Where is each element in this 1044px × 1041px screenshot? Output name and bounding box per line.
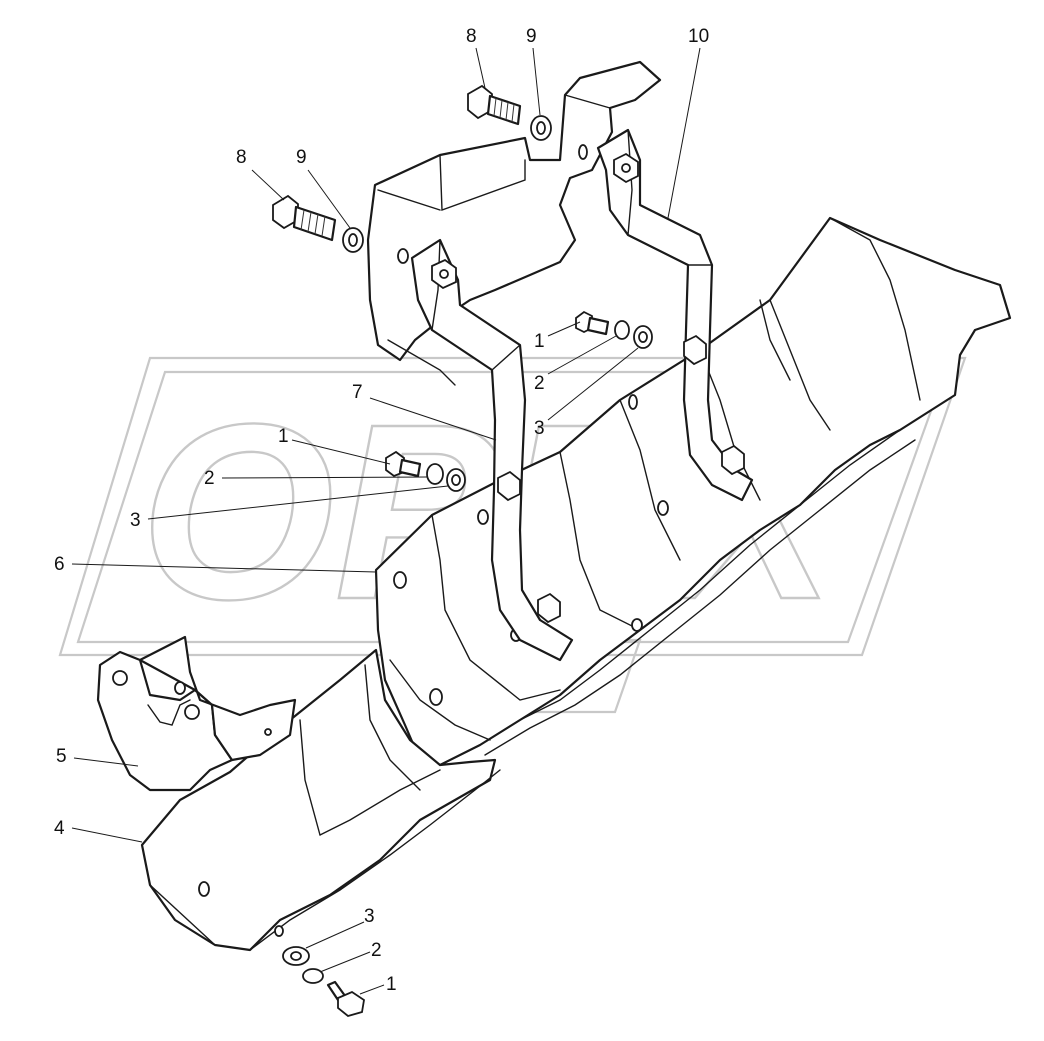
nut xyxy=(497,470,521,502)
callout-8-left: 8 xyxy=(236,147,247,168)
shield-hole xyxy=(477,509,489,525)
callout-4: 4 xyxy=(54,818,65,839)
callout-2-mid: 2 xyxy=(204,468,215,489)
shield-front xyxy=(140,648,501,952)
clamp-hole xyxy=(264,728,272,736)
bolt-1-bottom xyxy=(326,980,365,1017)
callout-3-mid: 3 xyxy=(130,510,141,531)
shield-hole xyxy=(429,688,443,706)
shield-hole xyxy=(628,394,638,410)
clamp-hole xyxy=(184,704,200,720)
washer-2-mid xyxy=(426,463,444,485)
shield-hole xyxy=(274,925,284,937)
clamp-plate-5 xyxy=(96,635,297,792)
washer-3-bottom xyxy=(282,946,310,966)
callout-10: 10 xyxy=(688,26,709,47)
clamp-hole xyxy=(112,670,128,686)
washer-9-top xyxy=(530,115,552,141)
washer-9-left xyxy=(342,227,364,253)
callout-2-upper: 2 xyxy=(534,373,545,394)
callout-1-bottom: 1 xyxy=(386,974,397,995)
nut xyxy=(721,444,745,476)
callout-7: 7 xyxy=(352,382,363,403)
callout-8-top: 8 xyxy=(466,26,477,47)
shield-hole xyxy=(198,881,210,897)
nut-bore xyxy=(621,163,631,173)
callout-9-top: 9 xyxy=(526,26,537,47)
bracket-hole xyxy=(397,248,409,264)
clamp-hole xyxy=(174,681,186,695)
leader-lines xyxy=(71,47,701,995)
washer-2-bottom xyxy=(302,968,324,984)
shield-hole xyxy=(631,618,643,632)
callout-labels: 8 9 10 8 9 1 2 3 7 1 2 3 6 5 4 3 2 1 xyxy=(54,26,709,995)
callout-6: 6 xyxy=(54,554,65,575)
washer-3-upper xyxy=(633,325,653,349)
bolt-8-top xyxy=(467,84,522,126)
bolt-8-left xyxy=(272,194,337,242)
callout-1-upper: 1 xyxy=(534,331,545,352)
callout-9-left: 9 xyxy=(296,147,307,168)
strap-7 xyxy=(410,238,574,662)
bolt-1-mid xyxy=(385,450,422,478)
nut-bore xyxy=(439,269,449,279)
callout-2-bottom: 2 xyxy=(371,940,382,961)
bracket-hole xyxy=(578,144,588,160)
shield-hole xyxy=(393,571,407,589)
shield-hole xyxy=(657,500,669,516)
callout-3-upper: 3 xyxy=(534,418,545,439)
washer-3-mid xyxy=(446,468,466,492)
washer-2-upper xyxy=(614,320,630,340)
strap-10 xyxy=(596,128,754,502)
callout-1-mid: 1 xyxy=(278,426,289,447)
callout-3-bottom: 3 xyxy=(364,906,375,927)
nut xyxy=(537,592,561,624)
bolt-1-upper xyxy=(575,310,610,336)
nut xyxy=(683,334,707,366)
callout-5: 5 xyxy=(56,746,67,767)
